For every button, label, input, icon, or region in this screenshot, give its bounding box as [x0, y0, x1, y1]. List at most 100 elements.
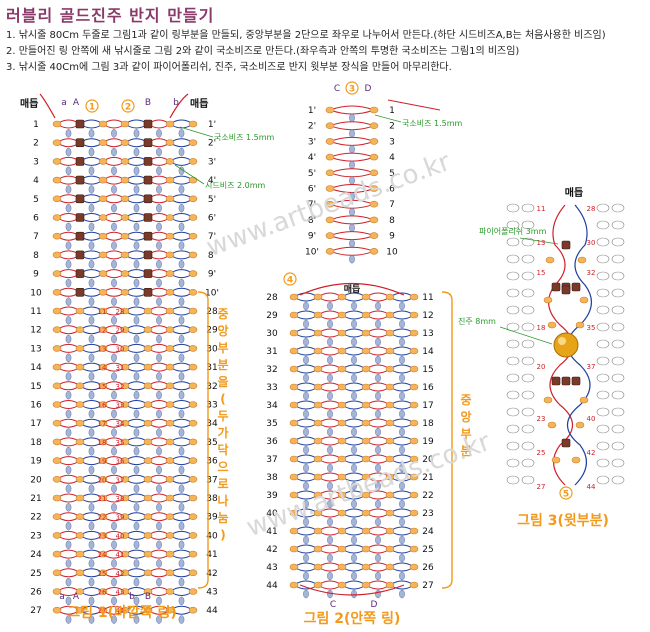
gukso-bead [178, 540, 185, 549]
gukso-bead [111, 596, 117, 606]
seed-bead [188, 158, 198, 165]
gukso-bead [156, 577, 162, 587]
gukso-bead [156, 241, 162, 250]
gukso-bead [111, 297, 117, 306]
fig1-right-row-label: 5' [208, 195, 216, 205]
gukso-bead [111, 203, 117, 213]
gukso-bead [65, 241, 72, 250]
fig3-frame-bead [506, 390, 520, 400]
fig3-frame-bead [611, 424, 625, 434]
fig2-seed [385, 455, 395, 463]
annotation-fire: 파이어폴리쉬 3mm [479, 226, 547, 236]
gukso-bead [133, 409, 140, 419]
fig2-seed [409, 473, 419, 481]
fig2-top-thread [387, 99, 441, 111]
fig3-frame-bead [596, 390, 610, 400]
gukso-bead [156, 559, 162, 568]
fig3-frame-bead [596, 458, 610, 468]
fig2-gukso [327, 445, 333, 455]
fig2-seed [409, 563, 419, 571]
fig1-left-row-label: 26 [30, 588, 42, 598]
seed-bead [75, 532, 85, 539]
fig3-left-num: 20 [537, 363, 546, 371]
fig3-frame-bead [596, 220, 610, 230]
fig2-seed [337, 581, 347, 589]
fig2-top-right-label: 1 [389, 106, 395, 116]
fig1-side-label-char: 분 [217, 358, 228, 372]
fig2-top-loop [329, 246, 376, 256]
fig2-top-seed [369, 232, 379, 239]
gukso-bead [178, 203, 185, 213]
fig2-seed [385, 437, 395, 445]
fig2-seed [313, 455, 323, 463]
gukso-bead [65, 353, 72, 362]
fig2-gukso [351, 337, 357, 347]
seed-bead [120, 532, 130, 539]
seed-bead [120, 158, 130, 165]
fig3-fire-bead [571, 376, 581, 386]
fig3-frame-bead [521, 373, 535, 383]
gukso-bead [88, 447, 95, 456]
fig1-inner-right-label: 29 [116, 327, 125, 335]
fig3-frame-bead [521, 322, 535, 332]
fig2-top-left-label: 2' [308, 122, 316, 132]
fig1-right-row-label: 30 [206, 344, 218, 354]
center-bead [75, 119, 85, 129]
center-bead [143, 250, 153, 260]
fig2-top-seed [369, 248, 379, 255]
fig2-gukso [303, 499, 309, 509]
fig3-left-num: 25 [537, 449, 546, 457]
seed-bead [120, 363, 130, 371]
fig1-knot-right: 매듭 [190, 97, 208, 110]
fig3-frame-bead [521, 339, 535, 349]
fig2-top-left-label: 10' [305, 247, 319, 257]
fig2-gukso [399, 481, 405, 491]
seed-bead [75, 363, 85, 371]
fig1-left-row-label: 9 [33, 270, 39, 280]
fig2-seed [337, 473, 347, 481]
seed-bead [98, 176, 108, 184]
gukso-bead [88, 559, 95, 568]
fig3-frame-bead [611, 339, 625, 349]
gukso-bead [133, 222, 140, 232]
fig2-gukso [399, 373, 405, 383]
fig1-side-label-char: 중 [217, 307, 228, 321]
seed-bead [52, 232, 62, 240]
seed-bead [188, 438, 198, 446]
fig3-frame-bead [611, 254, 625, 264]
seed-bead [120, 419, 130, 427]
seed-bead [75, 326, 85, 334]
fig3-frame-bead [611, 475, 625, 485]
fig1-thread-top-left [39, 93, 56, 119]
fig1-left-row-label: 3 [33, 157, 39, 167]
seed-bead [188, 307, 198, 315]
fig2-right-row-label: 24 [422, 527, 434, 537]
fig2-top-left-label: 4' [308, 153, 316, 163]
fig2-gukso [375, 589, 381, 599]
seed-bead [52, 214, 62, 221]
gukso-bead [156, 260, 162, 269]
seed-bead [75, 345, 85, 352]
fig2-caption: 그림 2(안쪽 링) [304, 610, 401, 627]
seed-bead [165, 158, 175, 165]
fig2-seed [313, 437, 323, 445]
fig1-right-row-label: 10' [205, 288, 219, 298]
fig2-top-gukso [349, 160, 355, 170]
fig1-circle-1-label: 1 [89, 103, 95, 113]
seed-bead [188, 532, 198, 539]
fig2-seed [409, 509, 419, 517]
fig1-inner-left-label: 14 [98, 364, 107, 372]
fig3-frame-bead [506, 203, 520, 213]
gukso-bead [156, 540, 162, 549]
gukso-bead [133, 596, 140, 606]
gukso-bead [133, 129, 140, 138]
fig2-gukso [375, 391, 381, 401]
seed-bead [188, 606, 198, 614]
fig2-side-label-char: 중 [460, 393, 471, 407]
seed-bead [143, 419, 153, 427]
fig3-right-num: 32 [587, 269, 596, 277]
fig1-inner-right-label: 33 [116, 402, 125, 410]
fig3-frame-bead [596, 339, 610, 349]
fig3-left-num: 18 [537, 324, 546, 332]
fig2-gukso [303, 391, 309, 401]
